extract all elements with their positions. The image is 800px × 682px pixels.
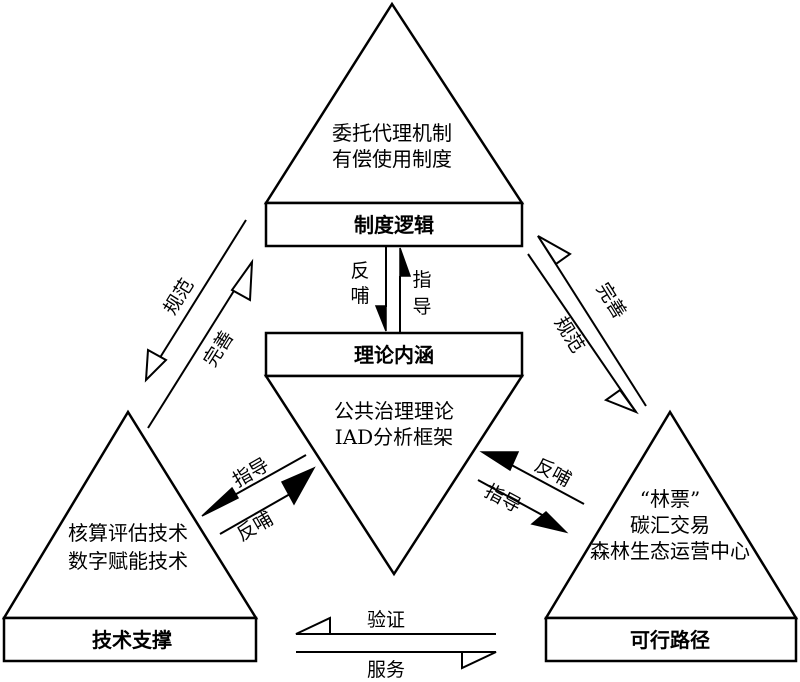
right-center-arrows: 反哺 指导 <box>477 451 585 534</box>
arrow-up-head <box>399 247 412 277</box>
right-center-lower-text: 指导 <box>481 480 525 517</box>
center-triangle <box>263 374 525 577</box>
top-right-outer-head <box>537 235 572 266</box>
left-label-box <box>2 616 258 663</box>
top-center-up-char-2: 导 <box>412 296 431 318</box>
top-center-down-char-2: 哺 <box>350 285 369 307</box>
left-line-2: 数字赋能技术 <box>68 549 188 573</box>
right-center-upper-text: 反哺 <box>531 454 575 491</box>
top-triangle <box>263 1 525 205</box>
top-right-inner-head <box>603 388 639 415</box>
center-block: 理论内涵 公共治理理论 IAD分析框架 <box>263 331 525 577</box>
top-right-inner-text: 规范 <box>550 313 589 357</box>
left-block-label: 技术支撑 <box>92 628 172 652</box>
left-center-lower-text: 反哺 <box>233 508 277 546</box>
left-line-1: 核算评估技术 <box>68 521 188 545</box>
arrow-down-head <box>374 305 387 332</box>
top-center-down-char-1: 反 <box>350 260 369 282</box>
left-block: 核算评估技术 数字赋能技术 技术支撑 <box>1 409 259 663</box>
left-triangle <box>1 409 259 620</box>
bottom-lower-head <box>461 651 497 670</box>
right-line-1: “林票” <box>640 487 700 511</box>
right-upper-head <box>479 451 520 472</box>
bottom-upper-head <box>295 616 331 635</box>
bottom-lower-text: 服务 <box>367 659 405 681</box>
top-right-outer-text: 完善 <box>592 279 631 323</box>
center-line-2: IAD分析框架 <box>335 425 453 449</box>
top-right-inner-line <box>527 253 637 413</box>
right-block: “林票” 碳汇交易 森林生态运营中心 可行路径 <box>543 409 799 663</box>
top-left-inner-head <box>230 258 254 302</box>
bottom-upper-text: 验证 <box>367 609 405 631</box>
right-line-3: 森林生态运营中心 <box>590 539 750 563</box>
top-left-inner-text: 完善 <box>200 327 239 371</box>
top-center-arrows: 反 哺 指 导 <box>350 247 432 332</box>
top-right-arrows: 完善 规范 <box>527 235 647 415</box>
bottom-arrows: 验证 服务 <box>295 609 497 681</box>
right-line-2: 碳汇交易 <box>630 513 710 537</box>
left-lower-line <box>219 493 291 535</box>
top-left-outer-line <box>145 219 247 381</box>
top-left-outer-head <box>144 348 168 383</box>
top-block: 委托代理机制 有偿使用制度 制度逻辑 <box>263 1 525 248</box>
top-center-up-char-1: 指 <box>412 269 431 291</box>
left-upper-head <box>201 486 240 517</box>
right-lower-head <box>530 510 569 534</box>
top-label-box <box>264 201 524 248</box>
top-block-label: 制度逻辑 <box>354 213 434 237</box>
right-block-label: 可行路径 <box>630 628 710 652</box>
top-line-1: 委托代理机制 <box>332 121 452 145</box>
center-line-1: 公共治理理论 <box>334 399 454 423</box>
right-label-box <box>544 616 798 663</box>
left-center-arrows: 指导 反哺 <box>201 454 316 546</box>
top-left-outer-text: 规范 <box>160 275 199 319</box>
right-lower-line <box>477 479 545 517</box>
right-upper-line <box>505 461 585 505</box>
left-lower-head <box>280 466 316 506</box>
top-line-2: 有偿使用制度 <box>332 147 452 171</box>
center-block-label: 理论内涵 <box>354 343 434 367</box>
top-left-arrows: 规范 完善 <box>144 219 254 429</box>
